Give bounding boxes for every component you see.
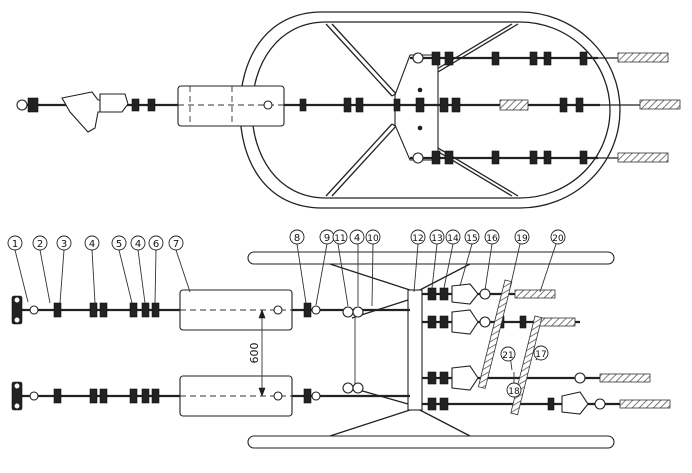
spacer-rod	[477, 279, 513, 389]
bolt	[417, 87, 423, 93]
callout-4: 4	[89, 239, 95, 250]
main-string-hardware	[299, 97, 584, 113]
callout-8: 8	[294, 233, 300, 244]
callout-5: 5	[116, 239, 122, 250]
callout-9: 9	[324, 233, 330, 244]
brace	[415, 263, 471, 293]
right-branches	[422, 283, 671, 415]
rail-bottom	[247, 435, 615, 449]
rail-top	[247, 251, 615, 265]
callout-4c: 4	[354, 233, 360, 244]
eye	[412, 152, 424, 164]
brace	[331, 123, 399, 197]
callout-10: 10	[367, 234, 379, 244]
end-eye	[16, 99, 28, 111]
conductor	[617, 52, 669, 63]
string-lower	[11, 375, 410, 417]
brace	[325, 23, 393, 97]
brace	[325, 123, 393, 197]
callout-21: 21	[502, 351, 513, 361]
callout-12: 12	[412, 234, 423, 244]
eye	[412, 52, 424, 64]
bottom-view: 600	[11, 251, 671, 449]
link	[147, 98, 156, 112]
string-upper	[11, 289, 410, 331]
brace	[415, 407, 471, 437]
brace	[329, 263, 417, 293]
link	[131, 98, 140, 112]
callout-15: 15	[466, 234, 477, 244]
callout-17: 17	[535, 350, 546, 360]
callout-20: 20	[552, 234, 564, 244]
callout-19: 19	[516, 234, 528, 244]
conductor	[617, 152, 669, 163]
clevis	[27, 97, 39, 113]
brace	[329, 407, 417, 437]
spacer-rod	[510, 315, 543, 416]
callout-7: 7	[173, 239, 179, 250]
callout-11: 11	[334, 234, 345, 244]
top-view	[16, 11, 681, 209]
bolt	[417, 125, 423, 131]
pin	[263, 100, 273, 110]
callout-6: 6	[153, 239, 159, 250]
callout-16: 16	[486, 234, 498, 244]
yoke-bar	[407, 289, 423, 411]
callout-13: 13	[431, 234, 442, 244]
callout-2: 2	[37, 239, 43, 250]
insulator-body	[177, 85, 285, 127]
dimension-label: 600	[248, 343, 261, 364]
callout-18: 18	[508, 387, 520, 397]
brace	[331, 23, 399, 97]
link-plate	[99, 93, 129, 113]
callout-1: 1	[12, 239, 18, 250]
conductor	[639, 99, 681, 110]
callout-3: 3	[61, 239, 67, 250]
callout-14: 14	[447, 234, 459, 244]
callout-4b: 4	[135, 239, 141, 250]
callouts: 1 2 3 4 5 4 6 7 8 9 11 4 10 12 13 14 15 …	[7, 229, 566, 398]
